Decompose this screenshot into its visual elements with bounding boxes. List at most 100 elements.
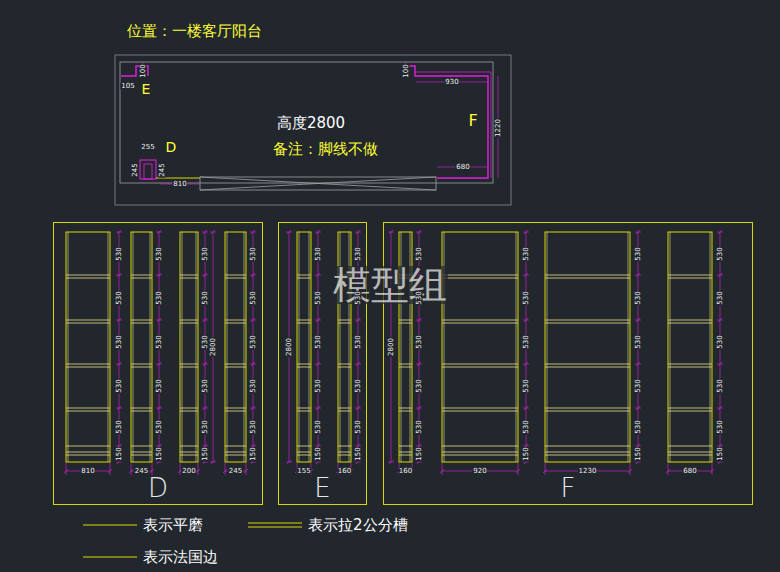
- dimension-text: 530: [523, 334, 530, 349]
- legend-text: 表示法国边: [143, 548, 218, 567]
- shelf: [180, 408, 198, 411]
- shelf: [545, 364, 630, 367]
- view-marker: D: [165, 140, 178, 154]
- dimension-text: 530: [635, 290, 642, 305]
- dimension-text: 160: [398, 468, 413, 475]
- legend-line: [83, 557, 137, 558]
- shelf: [399, 408, 412, 411]
- cabinet-side: [444, 232, 516, 462]
- dimension-text: 155: [296, 468, 311, 475]
- dimension-text: 530: [156, 378, 163, 393]
- dimension-text: 530: [315, 246, 322, 261]
- shelf: [180, 320, 198, 323]
- cabinet-outline: [225, 232, 246, 462]
- dimension-text: 160: [337, 468, 352, 475]
- dimension-text: 150: [202, 446, 209, 461]
- elevation-frame: F: [383, 222, 753, 505]
- shelf: [180, 275, 198, 278]
- dimension-text: 530: [717, 378, 724, 393]
- shelf: [668, 364, 712, 367]
- dimension-text: 530: [416, 419, 423, 434]
- dimension-line: [250, 230, 256, 464]
- shelf: [225, 364, 246, 367]
- dimension-text: 530: [635, 246, 642, 261]
- dimension-text: 530: [156, 246, 163, 261]
- view-marker: E: [141, 82, 152, 96]
- dimension-text: 530: [156, 334, 163, 349]
- cabinet-outline: [131, 232, 152, 462]
- dimension-text: 150: [416, 446, 423, 461]
- dimension-text: 530: [635, 419, 642, 434]
- remark-note: 备注：脚线不做: [272, 142, 379, 157]
- dimension-line: [140, 62, 498, 184]
- dimension-line: [156, 230, 162, 464]
- dimension-text: 930: [444, 79, 459, 86]
- dimension-text: 150: [523, 446, 530, 461]
- shelf: [668, 320, 712, 323]
- dimension-text: 150: [355, 446, 362, 461]
- cabinet-outline: [668, 232, 712, 462]
- cabinet-side: [68, 232, 108, 462]
- dimension-text: 150: [116, 446, 123, 461]
- dimension-text: 2800: [286, 337, 293, 357]
- room-wall: [120, 62, 493, 183]
- dimension-text: 680: [455, 164, 470, 171]
- dimension-text: 100: [403, 63, 410, 78]
- drawing-title: 位置：一楼客厅阳台: [127, 24, 262, 39]
- legend-sample: [83, 520, 137, 530]
- dimension-line: [717, 230, 723, 464]
- shelf: [545, 320, 630, 323]
- cabinet-outline: [180, 232, 198, 462]
- dimension-text: 255: [140, 144, 155, 151]
- dimension-line: [223, 463, 248, 475]
- shelf: [545, 275, 630, 278]
- dimension-text: 150: [315, 446, 322, 461]
- elevation-letter: F: [561, 475, 576, 501]
- shelf: [66, 275, 110, 278]
- dimension-line: [440, 463, 520, 475]
- cabinet-base: [131, 446, 152, 455]
- cabinet-side: [227, 232, 244, 462]
- dimension-text: 245: [228, 468, 243, 475]
- dimension-text: 530: [523, 378, 530, 393]
- dimension-text: 105: [120, 83, 135, 90]
- dimension-text: 150: [250, 446, 257, 461]
- dimension-text: 530: [416, 246, 423, 261]
- shelf: [180, 364, 198, 367]
- dimension-text: 530: [635, 334, 642, 349]
- shelf: [297, 275, 311, 278]
- dimension-text: 530: [315, 378, 322, 393]
- watermark: 模型组: [332, 266, 448, 304]
- dimension-text: 530: [355, 246, 362, 261]
- dimension-text: 100: [140, 63, 147, 78]
- dimension-text: 245: [134, 468, 149, 475]
- dimension-text: 530: [315, 290, 322, 305]
- dimension-text: 2800: [388, 337, 395, 357]
- dimension-text: 530: [355, 334, 362, 349]
- dimension-text: 245: [132, 162, 139, 177]
- dimension-text: 530: [202, 419, 209, 434]
- dimension-text: 810: [80, 468, 95, 475]
- cabinet-side: [133, 232, 150, 462]
- shelf: [668, 275, 712, 278]
- shelf: [442, 275, 518, 278]
- cabinet-outline: [545, 232, 630, 462]
- legend-text: 表示平磨: [143, 516, 203, 535]
- dimension-text: 150: [156, 446, 163, 461]
- dimension-text: 530: [355, 419, 362, 434]
- dimension-text: 530: [717, 290, 724, 305]
- dimension-line: [635, 230, 641, 464]
- dimension-text: 530: [156, 419, 163, 434]
- dimension-text: 530: [116, 419, 123, 434]
- elevation-frame: D: [53, 222, 263, 505]
- dimension-text: 530: [250, 419, 257, 434]
- dimension-text: 530: [416, 378, 423, 393]
- elevation-drawings: [64, 230, 723, 475]
- cabinet-base: [66, 446, 110, 455]
- dimension-text: 530: [202, 334, 209, 349]
- shelf: [442, 320, 518, 323]
- dimension-text: 530: [202, 246, 209, 261]
- dimension-line: [315, 230, 321, 464]
- cabinet-side: [670, 232, 710, 462]
